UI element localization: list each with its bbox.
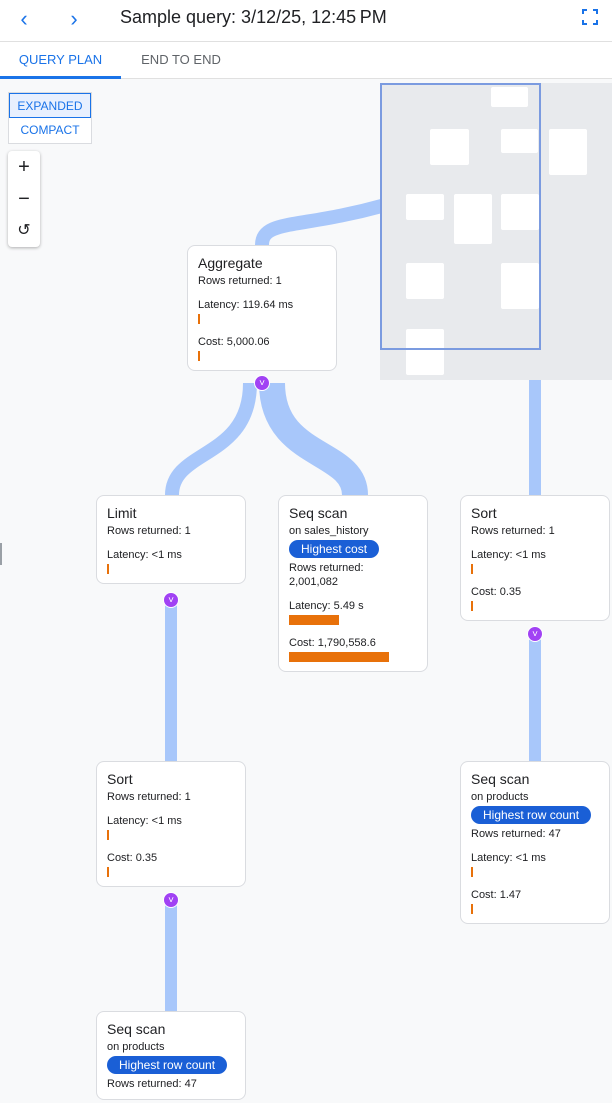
latency-bar — [289, 615, 339, 625]
cost-bar — [198, 351, 200, 361]
node-latency: Latency: 5.49 s — [289, 600, 364, 612]
expanded-button[interactable]: EXPANDED — [9, 93, 91, 118]
cost-bar — [471, 904, 473, 914]
tab-bar: QUERY PLAN END TO END — [0, 42, 612, 79]
node-title: Sort — [107, 771, 133, 787]
node-latency: Latency: <1 ms — [107, 549, 182, 561]
header: ‹ › Sample query: 3/12/25, 12:45 PM — [0, 0, 612, 42]
zoom-out-button[interactable]: − — [18, 188, 30, 210]
node-badge: Highest row count — [471, 806, 592, 824]
edge-aggregate-limit — [165, 382, 257, 496]
node-title: Sort — [471, 505, 497, 521]
node-badge: Highest cost — [289, 540, 380, 558]
node-cost: Cost: 1,790,558.6 — [289, 637, 376, 649]
tab-end-to-end[interactable]: END TO END — [141, 52, 221, 67]
node-rows-returned: Rows returned: 1 — [107, 791, 191, 803]
expand-chevron-icon[interactable]: ˅ — [527, 626, 543, 642]
page-title: Sample query: 3/12/25, 12:45 PM — [120, 7, 387, 27]
latency-bar — [471, 564, 473, 574]
node-cost: Cost: 0.35 — [471, 586, 522, 598]
panel-resize-handle[interactable] — [0, 543, 2, 565]
node-latency: Latency: <1 ms — [107, 815, 182, 827]
cost-bar — [289, 652, 389, 662]
node-latency: Latency: 119.64 ms — [198, 299, 294, 311]
node-table: on sales_history — [289, 525, 369, 537]
latency-bar — [471, 867, 473, 877]
node-rows-returned: Rows returned: 1 — [107, 525, 191, 537]
tab-query-plan[interactable]: QUERY PLAN — [0, 42, 121, 79]
cost-bar — [107, 867, 109, 877]
node-cost: Cost: 1.47 — [471, 889, 522, 901]
node-table: on products — [471, 791, 529, 803]
compact-button[interactable]: COMPACT — [20, 123, 80, 137]
node-rows-returned: Rows returned: 1 — [471, 525, 555, 537]
node-title: Aggregate — [198, 255, 263, 271]
latency-bar — [107, 830, 109, 840]
node-rows-returned: Rows returned: 1 — [198, 275, 282, 287]
zoom-in-button[interactable]: + — [18, 156, 30, 178]
node-latency: Latency: <1 ms — [471, 852, 546, 864]
node-title: Seq scan — [289, 505, 348, 521]
node-rows-returned: 2,001,082 — [289, 576, 338, 588]
fullscreen-icon[interactable] — [582, 9, 598, 25]
node-latency: Latency: <1 ms — [471, 549, 546, 561]
expand-chevron-icon[interactable]: ˅ — [254, 375, 270, 391]
expand-chevron-icon[interactable]: ˅ — [163, 892, 179, 908]
expand-chevron-icon[interactable]: ˅ — [163, 592, 179, 608]
edge-aggregate-seqscan — [259, 382, 368, 497]
latency-bar — [107, 564, 109, 574]
node-rows-returned: Rows returned: — [289, 562, 364, 574]
chevron-right-icon[interactable]: › — [70, 6, 78, 31]
node-table: on products — [107, 1041, 165, 1053]
node-title: Seq scan — [471, 771, 530, 787]
node-cost: Cost: 0.35 — [107, 852, 158, 864]
view-toggle: EXPANDED COMPACT — [8, 92, 92, 144]
node-rows-returned: Rows returned: 47 — [471, 828, 561, 840]
chevron-left-icon[interactable]: ‹ — [20, 6, 28, 31]
node-title: Limit — [107, 505, 137, 521]
plan-edges — [165, 198, 541, 1011]
zoom-controls: + − ↺ — [8, 151, 40, 247]
reset-zoom-button[interactable]: ↺ — [17, 222, 31, 239]
minimap[interactable] — [380, 83, 612, 380]
minimap-viewport[interactable] — [380, 83, 541, 350]
node-rows-returned: Rows returned: 47 — [107, 1078, 197, 1090]
node-badge: Highest row count — [107, 1056, 228, 1074]
node-title: Seq scan — [107, 1021, 166, 1037]
edge-parent-aggregate — [255, 198, 387, 246]
node-cost: Cost: 5,000.06 — [198, 336, 270, 348]
latency-bar — [198, 314, 200, 324]
cost-bar — [471, 601, 473, 611]
